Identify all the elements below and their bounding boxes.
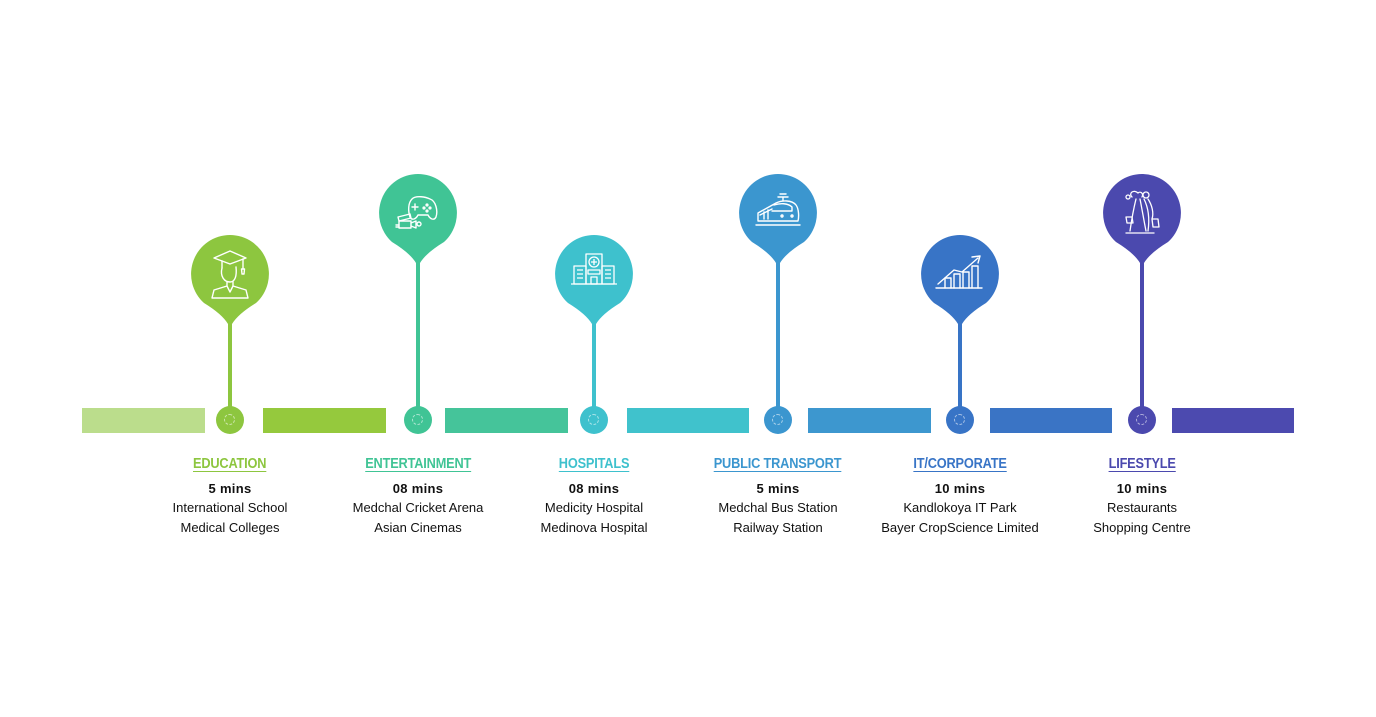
travel-time: 10 mins — [1116, 481, 1168, 496]
travel-time: 10 mins — [934, 481, 986, 496]
place-name: Medicity Hospital — [544, 500, 644, 515]
info-entertainment: ENTERTAINMENT 08 mins Medchal Cricket Ar… — [308, 455, 528, 536]
info-hospitals: HOSPITALS 08 mins Medicity Hospital Medi… — [484, 455, 704, 536]
pin-stem — [776, 258, 780, 420]
timeline-segment-1 — [263, 408, 386, 433]
category-title[interactable]: PUBLIC TRANSPORT — [714, 456, 842, 472]
pin-marker — [555, 235, 633, 324]
pin-stem — [958, 319, 962, 420]
place-name: Medinova Hospital — [540, 520, 648, 535]
pin-marker — [379, 174, 457, 263]
travel-time: 08 mins — [568, 481, 620, 496]
pin-marker — [739, 174, 817, 263]
category-title[interactable]: EDUCATION — [193, 456, 267, 472]
growth-chart-icon — [935, 255, 983, 289]
pin-stem — [1140, 258, 1144, 420]
category-title[interactable]: HOSPITALS — [558, 456, 630, 472]
timeline-node — [1128, 406, 1156, 434]
info-public-transport: PUBLIC TRANSPORT 5 mins Medchal Bus Stat… — [668, 455, 888, 536]
place-name: Railway Station — [733, 520, 823, 535]
timeline-segment-4 — [808, 408, 931, 433]
place-name: Medchal Cricket Arena — [352, 500, 484, 515]
place-name: Medchal Bus Station — [718, 500, 838, 515]
category-title[interactable]: ENTERTAINMENT — [365, 456, 471, 472]
pin-stem — [228, 319, 232, 420]
category-title[interactable]: IT/CORPORATE — [913, 456, 1007, 472]
timeline-segment-2 — [445, 408, 568, 433]
timeline-segment-5 — [990, 408, 1112, 433]
place-name: Medical Colleges — [180, 520, 280, 535]
info-lifestyle: LIFESTYLE 10 mins Restaurants Shopping C… — [1032, 455, 1252, 536]
travel-time: 5 mins — [756, 481, 800, 496]
pin-stem — [592, 319, 596, 420]
pin-marker — [191, 235, 269, 324]
shoppers-icon — [1125, 190, 1160, 234]
timeline-node — [946, 406, 974, 434]
place-name: Restaurants — [1106, 500, 1178, 515]
place-name: International School — [172, 500, 288, 515]
info-education: EDUCATION 5 mins International School Me… — [120, 455, 340, 536]
graduate-icon — [211, 250, 249, 299]
timeline-segment-6 — [1172, 408, 1294, 433]
gamepad-clapperboard-icon — [395, 196, 438, 229]
travel-time: 5 mins — [208, 481, 252, 496]
travel-time: 08 mins — [392, 481, 444, 496]
info-it-corporate: IT/CORPORATE 10 mins Kandlokoya IT Park … — [850, 455, 1070, 536]
pin-marker — [921, 235, 999, 324]
timeline-node — [580, 406, 608, 434]
timeline-segment-0 — [82, 408, 205, 433]
timeline-node — [404, 406, 432, 434]
pin-stem — [416, 258, 420, 420]
timeline-segment-3 — [627, 408, 749, 433]
pin-marker — [1103, 174, 1181, 263]
place-name: Bayer CropScience Limited — [881, 520, 1039, 535]
place-name: Kandlokoya IT Park — [903, 500, 1017, 515]
category-title[interactable]: LIFESTYLE — [1108, 456, 1176, 472]
train-icon — [755, 193, 801, 226]
hospital-icon — [571, 253, 617, 285]
timeline-node — [764, 406, 792, 434]
place-name: Shopping Centre — [1093, 520, 1191, 535]
place-name: Asian Cinemas — [374, 520, 462, 535]
timeline-node — [216, 406, 244, 434]
